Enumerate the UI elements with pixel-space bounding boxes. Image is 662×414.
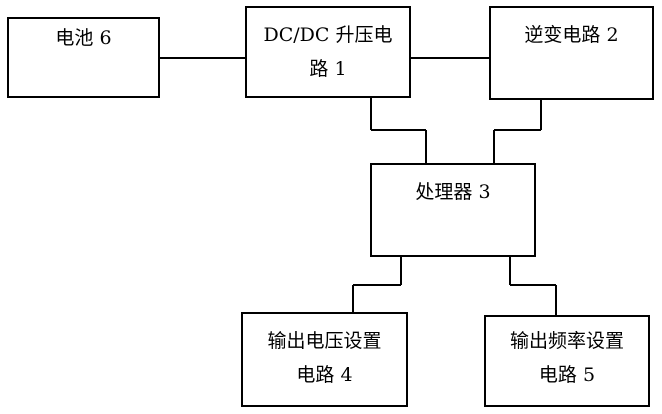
frequency-setting-label-line2: 电路 5 — [538, 364, 596, 386]
boost-circuit-block: DC/DC 升压电 路 1 — [245, 6, 411, 98]
voltage-setting-label-line1: 输出电压设置 — [267, 330, 382, 352]
inverter-circuit-label: 逆变电路 2 — [524, 24, 619, 46]
frequency-setting-block: 输出频率设置 电路 5 — [484, 315, 650, 407]
battery-block: 电池 6 — [7, 17, 160, 98]
inverter-circuit-block: 逆变电路 2 — [489, 6, 654, 100]
processor-block: 处理器 3 — [370, 163, 536, 257]
frequency-setting-label-line1: 输出频率设置 — [509, 330, 624, 352]
processor-label: 处理器 3 — [415, 181, 491, 203]
boost-circuit-label-line1: DC/DC 升压电 — [263, 24, 393, 46]
voltage-setting-block: 输出电压设置 电路 4 — [241, 312, 408, 407]
boost-circuit-label-line2: 路 1 — [309, 58, 347, 80]
battery-label: 电池 6 — [55, 27, 112, 49]
voltage-setting-label-line2: 电路 4 — [296, 364, 353, 386]
